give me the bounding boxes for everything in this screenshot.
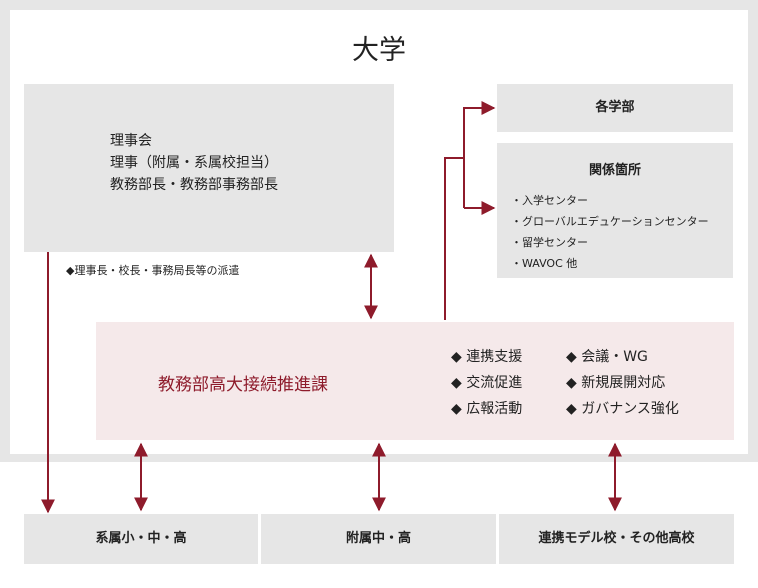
related-offices-list: ・入学センター ・グローバルエデュケーションセンター ・留学センター ・WAVO… — [511, 190, 709, 274]
trustees-lines: 理事会 理事（附属・系属校担当） 教務部長・教務部事務部長 — [110, 130, 278, 196]
promotion-division-box: 教務部高大接続推進課 ◆ 連携支援 ◆ 交流促進 ◆ 広報活動 ◆ 会議・WG … — [96, 322, 734, 440]
dispatch-note: ◆理事長・校長・事務局長等の派遣 — [66, 264, 240, 277]
school-box-attached-mid-high: 附属中・高 — [261, 514, 496, 564]
school-box-affiliated-elem-mid-high: 系属小・中・高 — [24, 514, 258, 564]
faculties-box: 各学部 — [497, 84, 733, 132]
duty-item: ◆ 連携支援 — [451, 349, 523, 365]
board-of-trustees: 理事会 — [110, 133, 152, 149]
duty-item: ◆ 広報活動 — [451, 401, 523, 417]
promotion-division-name: 教務部高大接続推進課 — [158, 375, 328, 395]
related-office-item: ・入学センター — [511, 194, 588, 207]
arrow-promotion-to-faculties — [444, 101, 496, 320]
duty-item: ◆ 新規展開対応 — [566, 375, 666, 391]
school-box-partner-high-schools: 連携モデル校・その他高校 — [499, 514, 734, 564]
related-office-item: ・WAVOC 他 — [511, 257, 578, 270]
related-office-item: ・グローバルエデュケーションセンター — [511, 215, 709, 228]
university-title: 大学 — [352, 35, 406, 66]
schools-row: 系属小・中・高 附属中・高 連携モデル校・その他高校 — [24, 514, 734, 564]
duty-item: ◆ 会議・WG — [566, 349, 648, 365]
duty-item: ◆ 交流促進 — [451, 375, 523, 391]
trustees-box — [24, 84, 394, 252]
trustee-affiliated-schools: 理事（附属・系属校担当） — [110, 155, 278, 171]
related-offices-title: 関係箇所 — [588, 163, 641, 178]
related-office-item: ・留学センター — [511, 236, 588, 249]
duty-item: ◆ ガバナンス強化 — [566, 401, 679, 417]
academic-affairs-heads: 教務部長・教務部事務部長 — [110, 177, 278, 193]
related-offices-box: 関係箇所 ・入学センター ・グローバルエデュケーションセンター ・留学センター … — [497, 143, 733, 278]
